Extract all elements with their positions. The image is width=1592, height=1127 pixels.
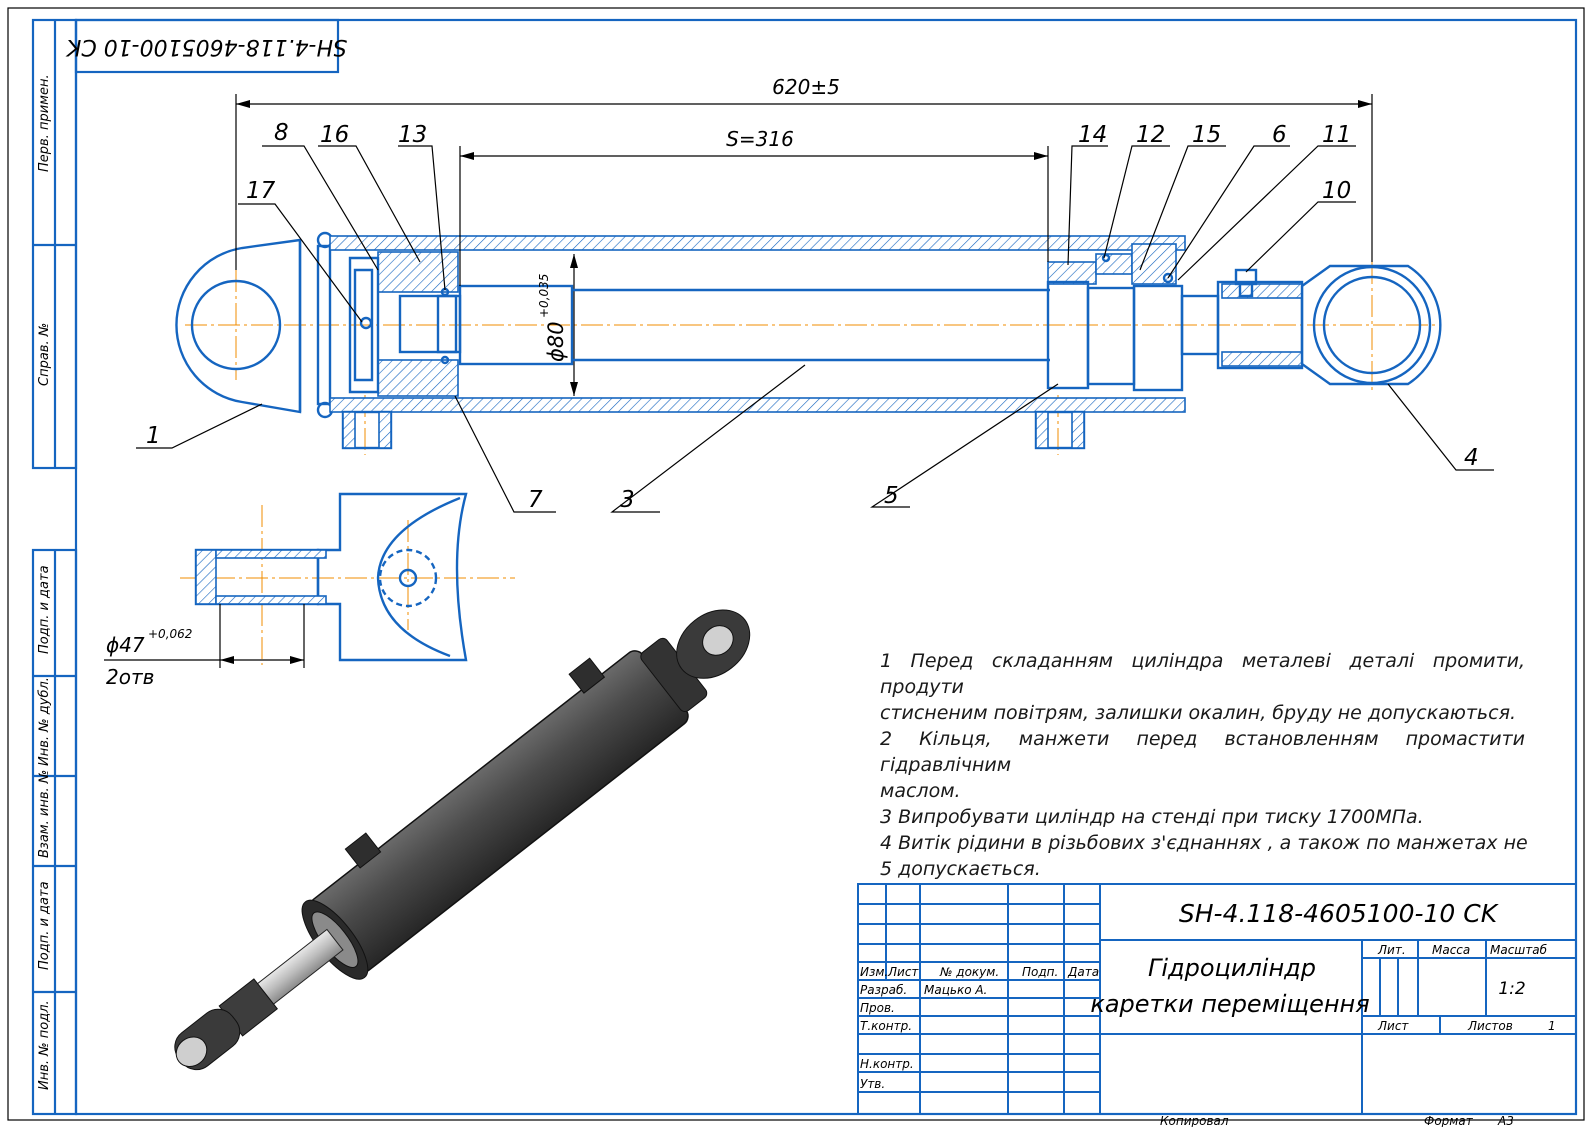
- technical-notes: 1 Перед складанням циліндра металеві дет…: [880, 648, 1528, 882]
- side-label-podp-data-1: Подп. и дата: [37, 565, 52, 654]
- note-2a: 2 Кільця, манжети перед встановленням пр…: [880, 728, 1525, 776]
- tb-format-label: Формат: [1424, 1114, 1474, 1127]
- callout-4: 4: [1464, 445, 1479, 471]
- callout-10: 10: [1322, 178, 1351, 204]
- note-3: 3 Випробувати циліндр на стенді при тиск…: [880, 806, 1424, 828]
- tb-col-podp: Подп.: [1022, 965, 1058, 979]
- callout-3: 3: [620, 487, 635, 513]
- tb-listov-label: Листов: [1467, 1019, 1513, 1033]
- stroke-label: S=316: [726, 127, 794, 151]
- note-1b: стисненим повітрям, залишки окалин, бруд…: [880, 702, 1517, 724]
- callout-17: 17: [246, 178, 276, 204]
- side-label-inv-dubl: Инв. № дубл.: [37, 677, 52, 766]
- tb-col-docnum: № докум.: [939, 965, 999, 979]
- tb-row-prov: Пров.: [860, 1001, 895, 1015]
- callout-15: 15: [1192, 122, 1221, 148]
- barrel-bottom-wall: [329, 397, 1186, 413]
- tb-name-line1: Гідроциліндр: [1148, 954, 1316, 982]
- tb-row-tkontr: Т.контр.: [860, 1019, 912, 1033]
- rear-eye-body: [175, 238, 302, 414]
- callout-11: 11: [1322, 122, 1351, 148]
- callout-16: 16: [320, 122, 349, 148]
- tb-col-data: Дата: [1067, 965, 1099, 979]
- port-detail-view: ϕ47 +0,062 2отв: [104, 492, 515, 689]
- rotated-stamp-code: SH-4.118-4605100-10 CK: [65, 34, 347, 59]
- side-label-podp-data-2: Подп. и дата: [37, 881, 52, 970]
- tb-row-razrab: Разраб.: [860, 983, 907, 997]
- overall-length-label: 620±5: [772, 75, 840, 99]
- title-block: Изм. Лист № докум. Подп. Дата Разраб. Ма…: [857, 883, 1577, 1127]
- barrel-top-wall: [329, 235, 1186, 251]
- tb-name-line2: каретки переміщення: [1090, 990, 1369, 1018]
- note-5: 5 допускається.: [880, 858, 1041, 880]
- callout-14: 14: [1078, 122, 1107, 148]
- tb-format-value: А3: [1497, 1114, 1514, 1127]
- tb-listov-value: 1: [1548, 1019, 1556, 1033]
- tb-list-label: Лист: [1377, 1019, 1409, 1033]
- tb-designation: SH-4.118-4605100-10 CK: [1179, 899, 1500, 928]
- cylinder-3d-render: [174, 609, 751, 1071]
- port-diameter-label: ϕ47: [106, 633, 145, 657]
- tb-row-nkontr: Н.контр.: [860, 1057, 914, 1071]
- port-tolerance-label: +0,062: [148, 627, 192, 641]
- front-eye-outer: [1312, 265, 1432, 385]
- tb-lit: Лит.: [1377, 943, 1406, 957]
- tb-razrab-name: Мацько А.: [924, 983, 987, 997]
- side-label-inv-podl: Инв. № подл.: [37, 1000, 52, 1090]
- note-4: 4 Витік рідини в різьбових з'єднаннях , …: [880, 832, 1528, 854]
- tb-kopiroval: Копировал: [1160, 1114, 1229, 1127]
- tb-massa: Масса: [1432, 943, 1470, 957]
- sheet-outer-border: [7, 7, 1585, 1121]
- tb-col-izm: Изм.: [860, 965, 888, 979]
- rotated-stamp: SH-4.118-4605100-10 CK: [65, 18, 347, 74]
- tb-scale-value: 1:2: [1498, 979, 1525, 999]
- bore-diameter-label: ϕ80: [544, 321, 568, 362]
- callout-13: 13: [398, 122, 427, 148]
- callout-6: 6: [1272, 122, 1287, 148]
- callout-8: 8: [274, 120, 289, 146]
- tb-masshtab: Масштаб: [1490, 943, 1548, 957]
- side-label-perv-primen: Перв. примен.: [37, 74, 52, 172]
- side-label-sprav: Справ. №: [37, 323, 52, 386]
- callout-12: 12: [1136, 122, 1165, 148]
- tb-row-utv: Утв.: [860, 1077, 885, 1091]
- tb-col-list: Лист: [887, 965, 919, 979]
- bore-tolerance-label: +0,035: [537, 274, 551, 318]
- callout-1: 1: [146, 423, 161, 449]
- rear-eye-bore: [190, 279, 282, 371]
- note-2b: маслом.: [880, 780, 961, 802]
- callout-7: 7: [528, 487, 543, 513]
- port-count-label: 2отв: [106, 665, 154, 689]
- side-column: Перв. примен. Справ. № Подп. и дата Инв.…: [31, 18, 78, 1116]
- note-1a: 1 Перед складанням циліндра металеві дет…: [880, 650, 1525, 698]
- side-label-vzam-inv: Взам. инв. №: [37, 770, 52, 858]
- front-eye-bore: [1322, 275, 1422, 375]
- callout-5: 5: [884, 483, 899, 509]
- cylinder-section-view: ϕ80 +0,035 620±5: [136, 75, 1494, 513]
